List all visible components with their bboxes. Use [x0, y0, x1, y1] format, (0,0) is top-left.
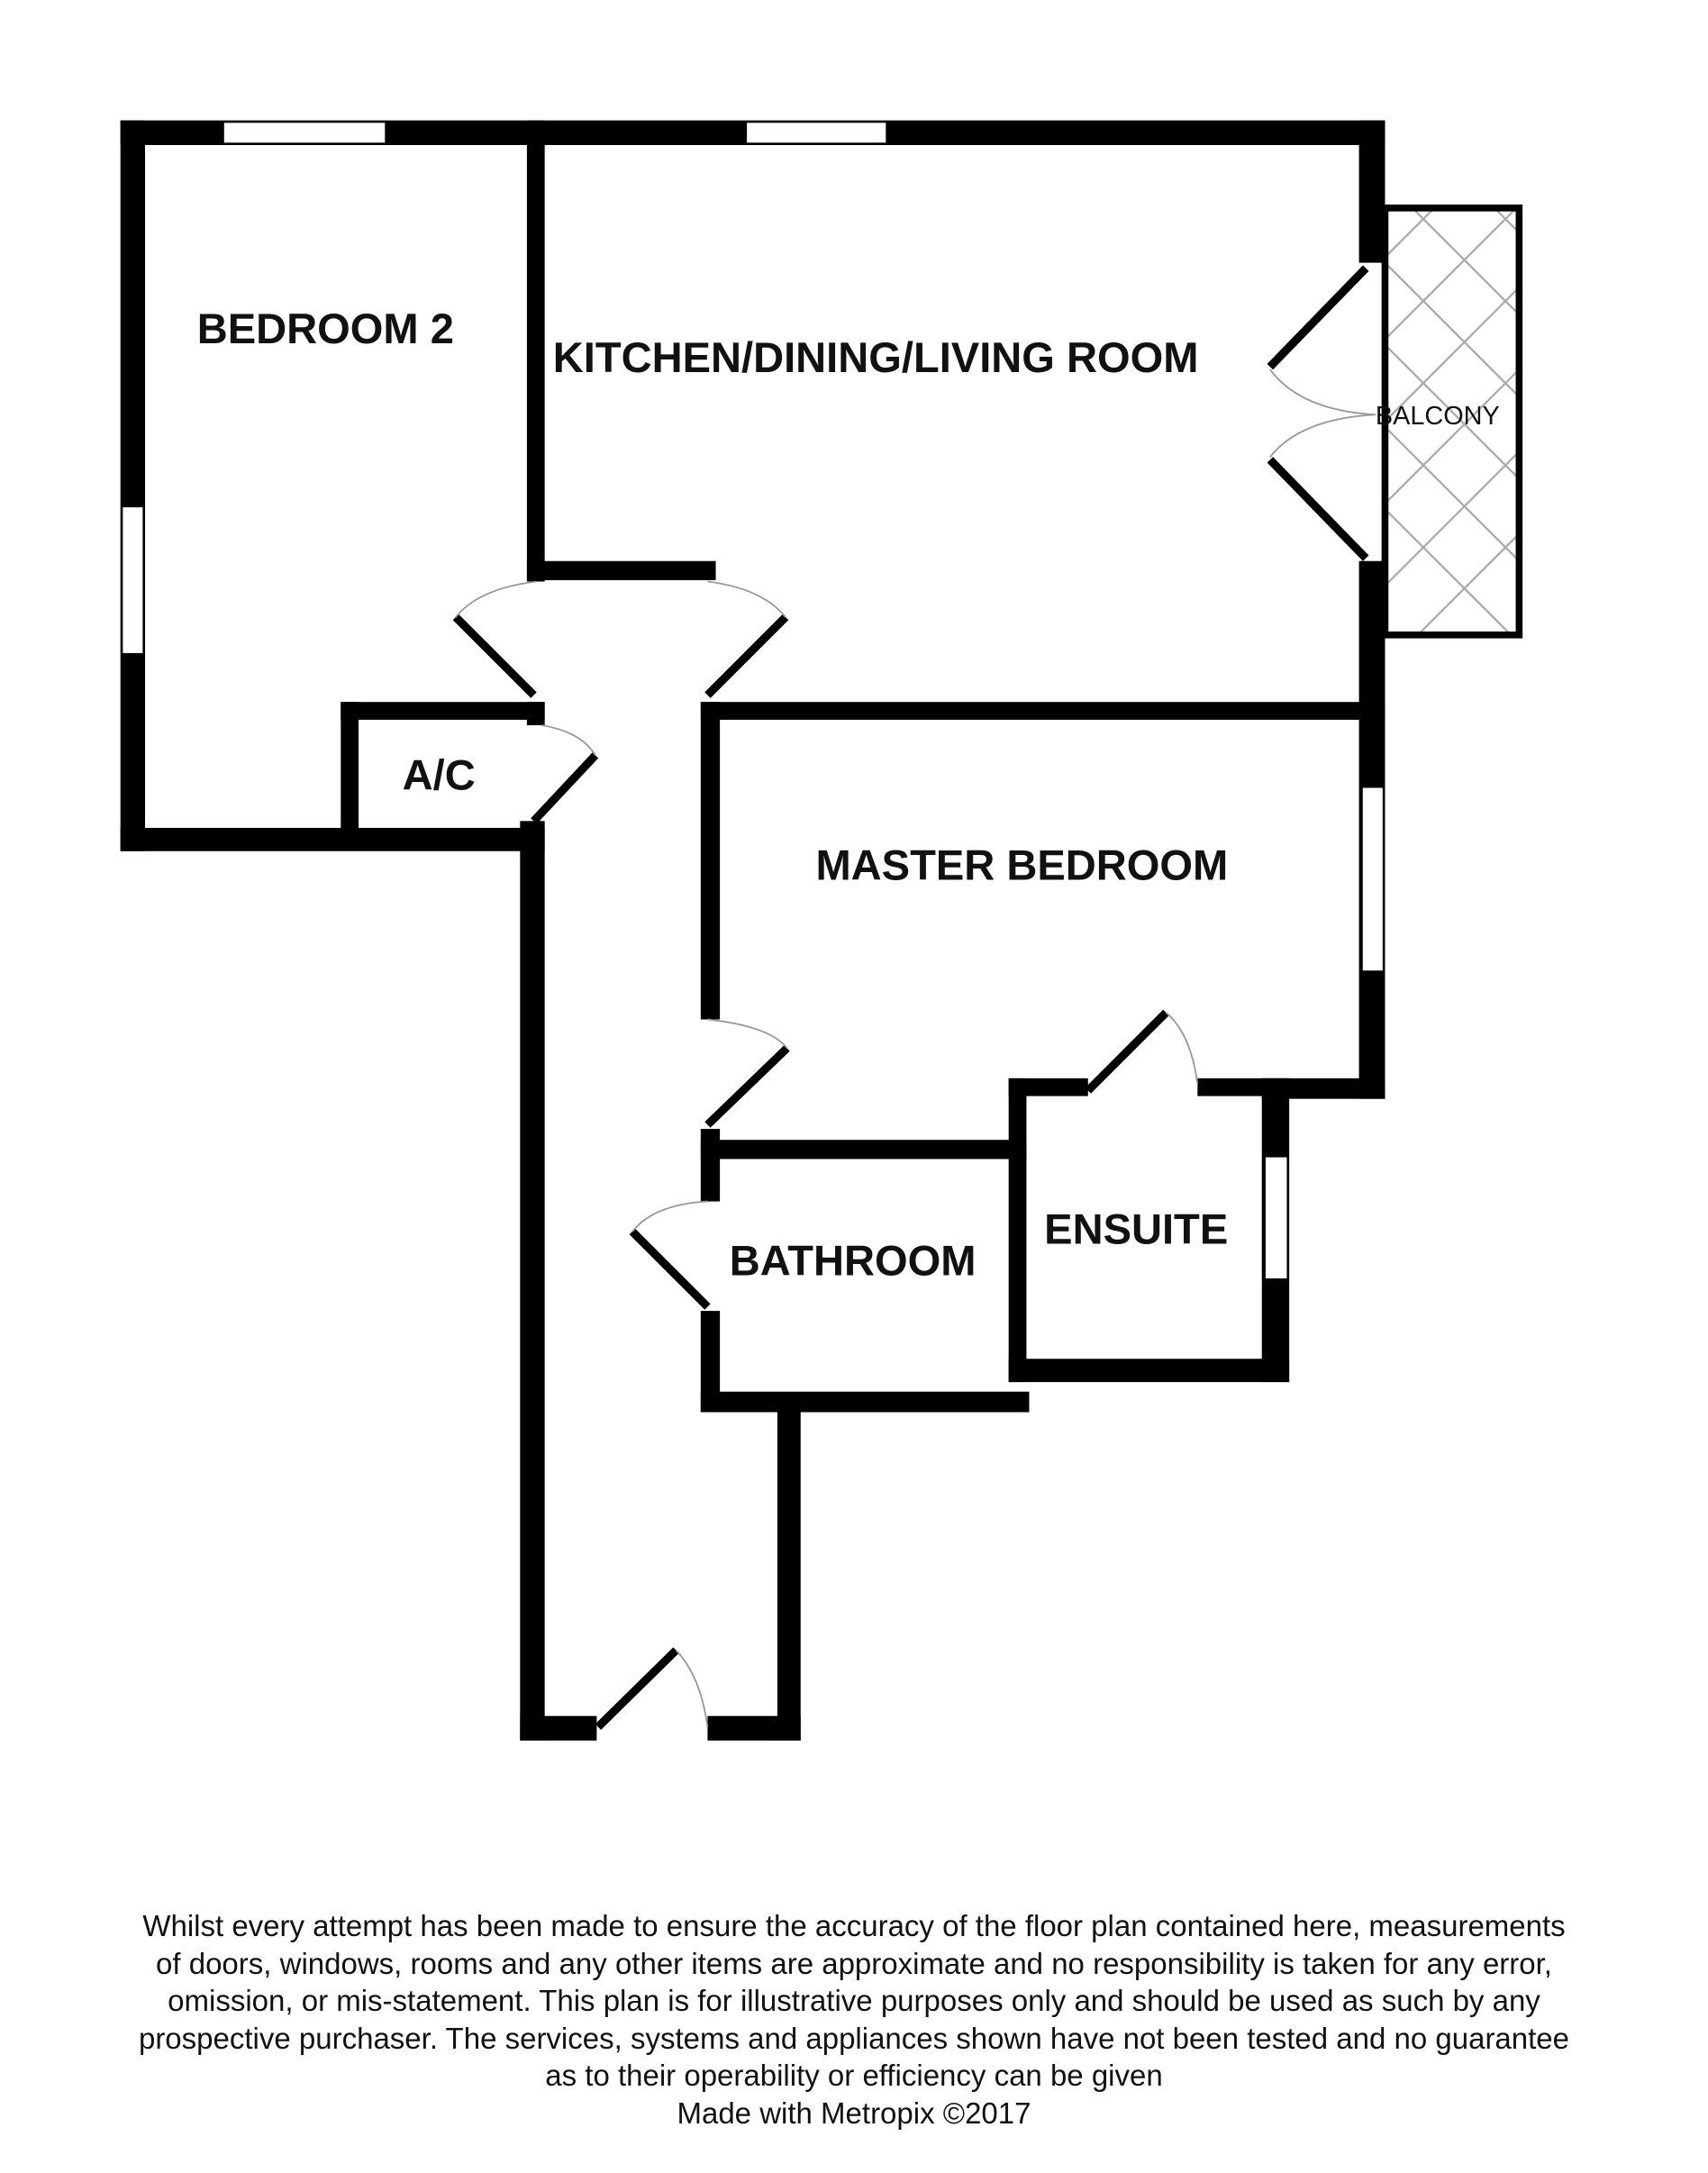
disclaimer-line: omission, or mis-statement. This plan is… — [168, 1984, 1540, 2017]
room-label-master-bedroom: MASTER BEDROOM — [815, 841, 1228, 889]
room-label-ensuite: ENSUITE — [1044, 1205, 1228, 1253]
disclaimer-line: of doors, windows, rooms and any other i… — [156, 1946, 1552, 1980]
credit-line: Made with Metropix ©2017 — [677, 2096, 1031, 2130]
room-label-kitchen: KITCHEN/DINING/LIVING ROOM — [553, 333, 1199, 381]
disclaimer-line: Whilst every attempt has been made to en… — [142, 1909, 1566, 1942]
room-label-balcony: BALCONY — [1376, 402, 1500, 431]
room-label-ac: A/C — [403, 750, 476, 798]
balcony — [1381, 205, 1523, 639]
windows — [121, 121, 1385, 1281]
disclaimer-footer: Whilst every attempt has been made to en… — [0, 1907, 1708, 2132]
disclaimer-line: as to their operability or efficiency ca… — [545, 2059, 1163, 2092]
disclaimer-line: prospective purchaser. The services, sys… — [138, 2021, 1570, 2055]
room-label-bedroom2: BEDROOM 2 — [197, 305, 454, 352]
room-label-bathroom: BATHROOM — [730, 1237, 977, 1285]
doors — [452, 265, 1376, 1731]
